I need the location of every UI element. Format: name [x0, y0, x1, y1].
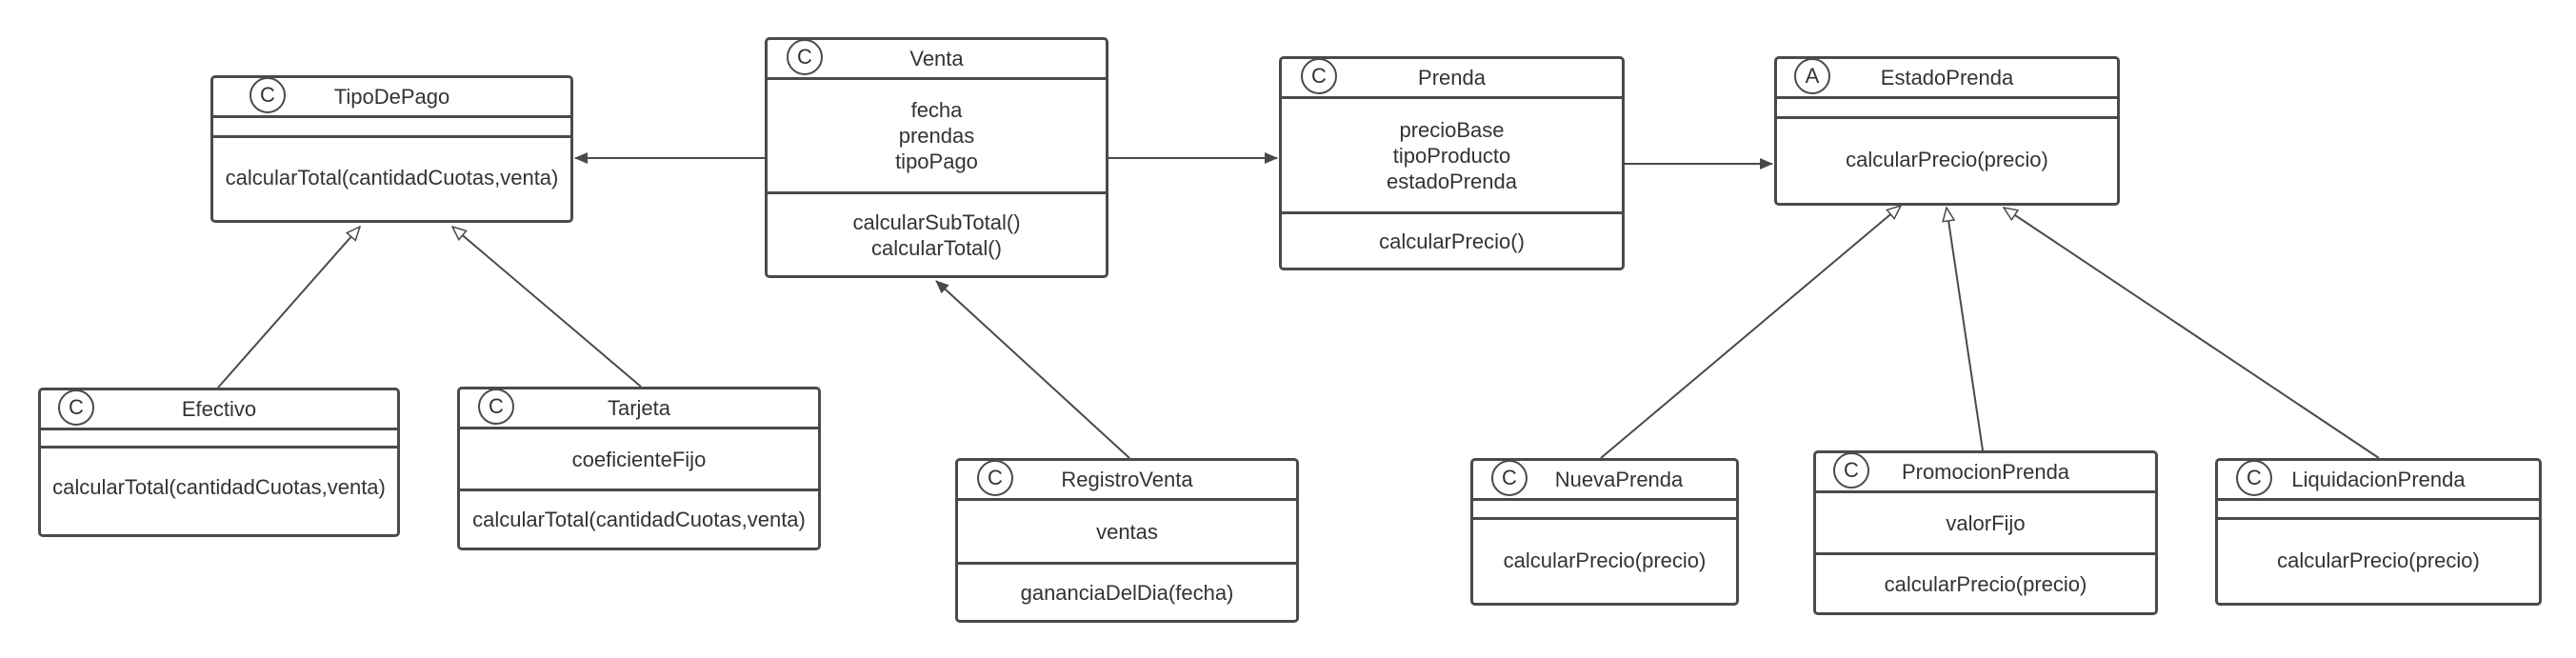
class-estadoprenda: A EstadoPrenda calcularPrecio(precio)	[1774, 56, 2120, 206]
class-name: Tarjeta	[607, 396, 671, 420]
stereotype-badge: C	[1491, 460, 1528, 496]
stereotype-badge: A	[1794, 58, 1830, 94]
attributes-section: valorFijo	[1816, 493, 2155, 552]
stereotype-badge: C	[977, 460, 1013, 496]
assoc-registroventa-venta	[935, 280, 1130, 459]
attribute-item: precioBase	[1399, 117, 1505, 142]
class-header: C Efectivo	[41, 389, 397, 430]
class-name: PromocionPrenda	[1901, 460, 2070, 484]
class-promocionprenda: C PromocionPrenda valorFijo calcularPrec…	[1813, 450, 2158, 615]
stereotype-badge: C	[1301, 58, 1337, 94]
method-item: gananciaDelDia(fecha)	[1020, 580, 1234, 605]
class-liquidacionprenda: C LiquidacionPrenda calcularPrecio(preci…	[2215, 458, 2542, 606]
attribute-item: estadoPrenda	[1387, 169, 1517, 193]
attributes-section	[41, 430, 397, 446]
attribute-item: fecha	[910, 98, 963, 122]
attribute-item: ventas	[1096, 519, 1158, 544]
class-header: C Venta	[768, 39, 1106, 80]
method-item: calcularTotal(cantidadCuotas,venta)	[472, 508, 806, 531]
inherit-nuevaprenda-estadoprenda	[1600, 206, 1901, 459]
inherit-efectivo-tipodepago	[217, 227, 360, 389]
class-name: Prenda	[1418, 66, 1486, 90]
method-item: calcularTotal(cantidadCuotas,venta)	[52, 475, 386, 499]
method-item: calcularPrecio(precio)	[2277, 548, 2480, 572]
class-header: C Tarjeta	[460, 389, 818, 429]
class-nuevaprenda: C NuevaPrenda calcularPrecio(precio)	[1470, 458, 1739, 606]
stereotype-badge: C	[58, 389, 94, 426]
class-registroventa: C RegistroVenta ventas gananciaDelDia(fe…	[955, 458, 1299, 623]
class-tipodepago: C TipoDePago calcularTotal(cantidadCuota…	[210, 75, 573, 223]
attribute-item: valorFijo	[1946, 510, 2026, 535]
class-name: TipoDePago	[333, 85, 450, 109]
attributes-section	[2218, 501, 2539, 517]
attributes-section: ventas	[958, 501, 1296, 562]
class-header: C TipoDePago	[213, 77, 570, 118]
attributes-section: fecha prendas tipoPago	[768, 80, 1106, 191]
class-header: C LiquidacionPrenda	[2218, 460, 2539, 501]
class-efectivo: C Efectivo calcularTotal(cantidadCuotas,…	[38, 388, 400, 537]
class-name: LiquidacionPrenda	[2291, 468, 2466, 491]
methods-section: calcularSubTotal() calcularTotal()	[768, 191, 1106, 275]
inherit-promocionprenda-estadoprenda	[1947, 208, 1984, 451]
class-header: C RegistroVenta	[958, 460, 1296, 501]
method-item: calcularPrecio()	[1379, 229, 1525, 253]
class-prenda: C Prenda precioBase tipoProducto estadoP…	[1279, 56, 1625, 270]
methods-section: calcularPrecio(precio)	[1777, 116, 2117, 200]
attribute-item: prendas	[898, 124, 975, 148]
stereotype-badge: C	[478, 389, 514, 425]
class-name: Efectivo	[181, 397, 257, 421]
method-item: calcularSubTotal()	[852, 209, 1021, 234]
class-name: Venta	[909, 47, 964, 70]
stereotype-badge: C	[250, 77, 286, 113]
stereotype-badge: C	[1833, 452, 1869, 489]
attribute-item: tipoPago	[895, 150, 978, 173]
methods-section: calcularPrecio()	[1282, 211, 1622, 268]
methods-section: calcularPrecio(precio)	[2218, 517, 2539, 600]
inherit-tarjeta-tipodepago	[452, 227, 642, 388]
attributes-section: precioBase tipoProducto estadoPrenda	[1282, 99, 1622, 211]
methods-section: gananciaDelDia(fecha)	[958, 562, 1296, 620]
method-item: calcularPrecio(precio)	[1503, 548, 1707, 572]
attributes-section	[213, 118, 570, 135]
methods-section: calcularTotal(cantidadCuotas,venta)	[460, 489, 818, 548]
methods-section: calcularPrecio(precio)	[1473, 517, 1736, 600]
method-item: calcularTotal()	[871, 235, 1002, 260]
method-item: calcularTotal(cantidadCuotas,venta)	[225, 166, 559, 189]
class-name: NuevaPrenda	[1554, 468, 1684, 491]
class-header: C Prenda	[1282, 58, 1622, 99]
methods-section: calcularTotal(cantidadCuotas,venta)	[213, 135, 570, 217]
class-name: RegistroVenta	[1061, 468, 1193, 491]
methods-section: calcularTotal(cantidadCuotas,venta)	[41, 446, 397, 526]
methods-section: calcularPrecio(precio)	[1816, 552, 2155, 612]
class-header: A EstadoPrenda	[1777, 58, 2117, 99]
class-name: EstadoPrenda	[1880, 66, 2014, 90]
stereotype-badge: C	[787, 39, 823, 75]
attributes-section: coeficienteFijo	[460, 429, 818, 489]
method-item: calcularPrecio(precio)	[1846, 148, 2048, 171]
attribute-item: tipoProducto	[1392, 143, 1511, 168]
stereotype-badge: C	[2236, 460, 2272, 496]
class-tarjeta: C Tarjeta coeficienteFijo calcularTotal(…	[457, 387, 821, 550]
class-header: C PromocionPrenda	[1816, 452, 2155, 493]
class-venta: C Venta fecha prendas tipoPago calcularS…	[765, 37, 1108, 278]
method-item: calcularPrecio(precio)	[1884, 571, 2087, 596]
attributes-section	[1777, 99, 2117, 116]
attributes-section	[1473, 501, 1736, 517]
attribute-item: coeficienteFijo	[571, 447, 707, 471]
inherit-liquidacionprenda-estadoprenda	[2004, 208, 2380, 459]
class-header: C NuevaPrenda	[1473, 460, 1736, 501]
